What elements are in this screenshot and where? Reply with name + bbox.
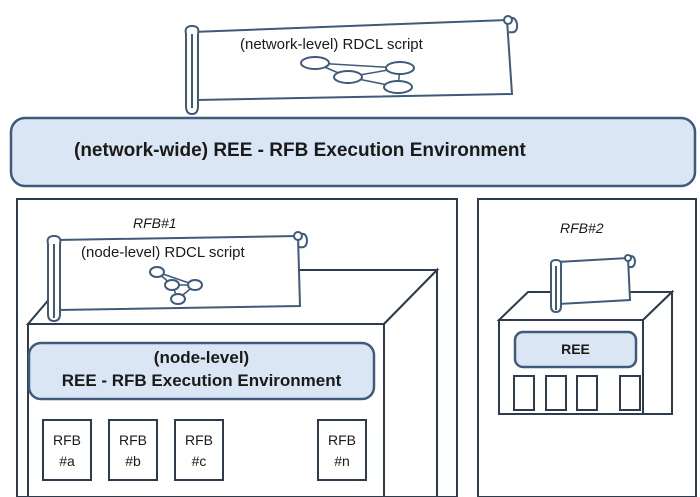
network-script-graph-icon (300, 56, 415, 94)
node-script-graph-icon (149, 266, 203, 305)
rfb2-slot-2 (545, 375, 567, 411)
rfb-n-box (317, 419, 367, 481)
rfb2-ree-label: REE (561, 341, 590, 357)
rfb-n-line2: #n (334, 453, 350, 469)
node-ree-box (27, 341, 376, 401)
rfb-c-box (174, 419, 224, 481)
network-ree-bar (9, 116, 697, 188)
node-script-label: (node-level) RDCL script (81, 244, 245, 261)
rfb1-title: RFB#1 (133, 215, 177, 231)
rfb-c-line2: #c (191, 453, 207, 469)
node-ree-label-line1: (node-level) (153, 348, 250, 367)
rfb-a-box (42, 419, 92, 481)
node-ree-label-line2: REE - RFB Execution Environment (61, 371, 342, 390)
rfb-a-line1: RFB (53, 432, 81, 448)
rfb2-script-scroll (549, 254, 637, 314)
rfb2-slot-3 (576, 375, 598, 411)
node-script-scroll (46, 231, 309, 323)
rfb-b-label: RFB #b (109, 430, 157, 472)
rfb-b-line1: RFB (119, 432, 147, 448)
rfb-c-label: RFB #c (175, 430, 223, 472)
network-ree-label: (network-wide) REE - RFB Execution Envir… (74, 140, 526, 161)
network-script-scroll (184, 15, 519, 116)
rfb-b-line2: #b (125, 453, 141, 469)
rfb-c-line1: RFB (185, 432, 213, 448)
rfb2-title: RFB#2 (560, 220, 604, 236)
network-script-label: (network-level) RDCL script (240, 36, 423, 53)
rfb-a-label: RFB #a (43, 430, 91, 472)
rfb-n-label: RFB #n (318, 430, 366, 472)
rfb-b-box (108, 419, 158, 481)
rfb2-slot-4 (619, 375, 641, 411)
rfb2-slot-1 (513, 375, 535, 411)
rfb2-ree-box (513, 330, 638, 369)
rfb-n-line1: RFB (328, 432, 356, 448)
rfb-a-line2: #a (59, 453, 75, 469)
